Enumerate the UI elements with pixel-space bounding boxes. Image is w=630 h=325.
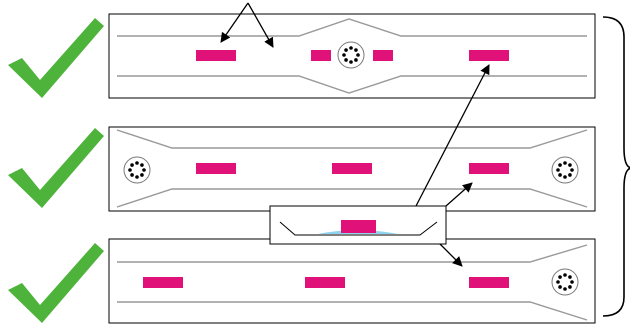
- arrow-inset-to-panel-2: [445, 182, 473, 207]
- panel-1: [108, 13, 596, 99]
- bead-dot: [570, 168, 574, 172]
- bead-dot: [130, 163, 134, 167]
- panel-1-block-2: [311, 50, 331, 61]
- bead-dot: [140, 173, 144, 177]
- bead-dot: [135, 175, 139, 179]
- panel-1-bead-icon: [337, 41, 365, 69]
- arrow-inset-to-panel-3: [439, 243, 463, 267]
- bead-dot: [568, 163, 572, 167]
- panel-2-guide-bottom: [116, 188, 588, 208]
- bead-dot: [568, 285, 572, 289]
- panel-2-block-3: [469, 163, 509, 174]
- bead-dot: [563, 175, 567, 179]
- bead-dot: [344, 48, 348, 52]
- panel-3-block-2: [305, 277, 345, 288]
- panel-3: [108, 238, 596, 324]
- bead-dot: [563, 273, 567, 277]
- check-icon-3: [8, 243, 104, 323]
- panel-2-block-2: [332, 163, 372, 174]
- bead-dot: [558, 275, 562, 279]
- inset-guide: [279, 221, 438, 236]
- bead-dot: [558, 163, 562, 167]
- arrow-top-left: [220, 2, 249, 43]
- arrow-top-right: [247, 2, 274, 48]
- bead-dot: [342, 53, 346, 57]
- panel-2-guide-top: [116, 129, 588, 149]
- bead-dot: [556, 168, 560, 172]
- bead-dot: [558, 173, 562, 177]
- panel-1-block-1: [196, 50, 236, 61]
- panel-3-block-1: [143, 277, 183, 288]
- inset-block: [341, 220, 376, 233]
- panel-3-block-3: [469, 277, 509, 288]
- arrows: [220, 2, 490, 267]
- panel-3-guide-bottom: [117, 301, 588, 321]
- bead-dot: [568, 275, 572, 279]
- panel-2: [108, 126, 596, 212]
- inset-detail: [269, 205, 447, 245]
- panel-1-guide-top: [117, 18, 587, 37]
- bead-dot: [356, 53, 360, 57]
- bead-dot: [354, 58, 358, 62]
- right-curly-brace: [602, 16, 630, 317]
- panel-3-frame: [108, 238, 596, 324]
- bead-dot: [558, 285, 562, 289]
- check-icon-1: [8, 18, 104, 98]
- bead-dot: [344, 58, 348, 62]
- panel-1-guide-bottom: [117, 75, 587, 94]
- arrow-inset-to-panel-1: [415, 64, 490, 207]
- panel-3-bead-icon: [551, 268, 579, 296]
- bead-dot: [570, 280, 574, 284]
- bead-dot: [556, 280, 560, 284]
- bead-dot: [349, 46, 353, 50]
- panel-2-block-1: [196, 163, 236, 174]
- bead-dot: [135, 161, 139, 165]
- bead-dot: [130, 173, 134, 177]
- panel-2-bead-left-icon: [123, 156, 151, 184]
- bead-dot: [563, 161, 567, 165]
- bead-dot: [563, 287, 567, 291]
- panel-1-block-3: [373, 50, 393, 61]
- check-icon-2: [8, 128, 104, 208]
- panel-2-bead-right-icon: [551, 156, 579, 184]
- bead-dot: [140, 163, 144, 167]
- bead-dot: [568, 173, 572, 177]
- panel-3-guide-top: [117, 244, 588, 263]
- panel-1-block-4: [469, 50, 509, 61]
- bead-dot: [128, 168, 132, 172]
- bead-dot: [354, 48, 358, 52]
- bead-dot: [349, 60, 353, 64]
- bead-dot: [142, 168, 146, 172]
